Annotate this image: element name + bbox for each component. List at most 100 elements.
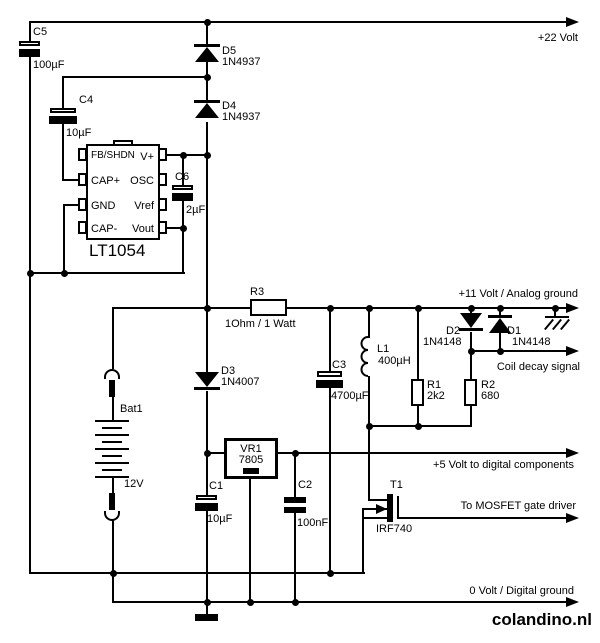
part-ref: D5 xyxy=(222,45,237,57)
wire xyxy=(368,499,389,501)
wire xyxy=(329,387,331,574)
wire xyxy=(554,308,556,318)
battery-plate-long xyxy=(95,476,129,478)
junction-dot xyxy=(180,225,187,232)
rail-label-5v: +5 Volt to digital components xyxy=(433,459,574,471)
rail-label-22v: +22 Volt xyxy=(537,32,578,44)
battery-plate-long xyxy=(95,420,129,422)
arrow-right-icon xyxy=(566,448,579,458)
regulator-ref: VR1 xyxy=(240,443,262,455)
junction-dot xyxy=(204,450,211,457)
ic-pin-stub xyxy=(158,221,167,234)
part-ref: Bat1 xyxy=(120,403,143,415)
junction-dot xyxy=(27,270,34,277)
part-ref: D3 xyxy=(221,365,236,377)
junction-dot xyxy=(204,74,211,81)
mosfet-channel-bar xyxy=(387,494,393,522)
part-value: 1N4937 xyxy=(222,111,261,123)
wire xyxy=(167,227,184,229)
wire xyxy=(62,76,208,78)
wire xyxy=(182,200,184,274)
wire xyxy=(362,508,388,510)
wire xyxy=(63,204,65,274)
wire xyxy=(206,391,208,496)
part-value: 12V xyxy=(124,478,144,490)
connector-arc xyxy=(104,511,120,521)
part-ref: D2 xyxy=(446,325,461,337)
rail-label-0v: 0 Volt / Digital ground xyxy=(469,585,574,597)
ic-pin-stub xyxy=(78,173,87,186)
cap-plate xyxy=(19,49,40,57)
part-value: 400µH xyxy=(378,355,411,367)
wire xyxy=(206,308,208,373)
wire xyxy=(471,350,570,352)
connector-pin xyxy=(109,380,115,397)
wire xyxy=(329,308,331,372)
wire xyxy=(294,512,296,604)
cap-plate xyxy=(284,507,306,513)
cap-plate xyxy=(49,116,77,124)
diode-cathode-bar xyxy=(194,387,220,390)
part-ref: T1 xyxy=(390,479,403,491)
part-ref: C3 xyxy=(332,359,347,371)
diode-triangle xyxy=(460,313,482,328)
part-value: 100nF xyxy=(297,517,329,529)
junction-dot xyxy=(247,599,254,606)
cap-plate xyxy=(172,193,193,201)
ic-pin-label: CAP- xyxy=(91,223,118,235)
ic-pin-label: V+ xyxy=(140,151,154,163)
diode-cathode-bar xyxy=(194,44,220,47)
connector-arc xyxy=(104,369,120,379)
site-branding: colandino.nl xyxy=(491,610,592,629)
regulator-tab xyxy=(243,468,259,474)
junction-dot xyxy=(497,348,504,355)
wire xyxy=(368,308,370,338)
junction-dot xyxy=(204,19,211,26)
wire xyxy=(206,602,208,615)
cap-plate xyxy=(172,185,193,190)
cap-plate xyxy=(316,380,343,388)
part-ref: C2 xyxy=(298,479,313,491)
resistor-r3 xyxy=(250,299,287,316)
junction-dot xyxy=(366,423,373,430)
junction-dot xyxy=(468,348,475,355)
junction-dot xyxy=(110,570,117,577)
wire xyxy=(249,478,251,604)
part-value: 1N4007 xyxy=(221,376,260,388)
wire xyxy=(182,154,184,186)
battery-plate-short xyxy=(102,427,122,429)
part-value: 680 xyxy=(481,390,500,402)
ic-pin-label: Vref xyxy=(134,200,154,212)
cap-plate xyxy=(19,41,40,46)
ic-name-label: LT1054 xyxy=(89,241,146,260)
junction-dot xyxy=(327,570,334,577)
wire xyxy=(112,397,114,421)
ic-pin-label: OSC xyxy=(130,175,154,187)
wire xyxy=(206,452,570,454)
wire xyxy=(417,308,419,380)
junction-dot xyxy=(468,305,475,312)
part-value: 10µF xyxy=(66,127,92,139)
part-ref: C5 xyxy=(33,26,48,38)
part-value: 1N4148 xyxy=(423,336,462,348)
part-ref: R3 xyxy=(250,286,265,298)
part-ref: D4 xyxy=(222,100,237,112)
wire xyxy=(112,307,114,369)
wire xyxy=(112,477,114,493)
wire xyxy=(62,179,79,181)
battery-plate-long xyxy=(95,434,129,436)
junction-dot xyxy=(180,152,187,159)
battery-plate-long xyxy=(95,462,129,464)
cap-plate xyxy=(196,495,217,500)
cap-plate xyxy=(284,497,306,503)
junction-dot xyxy=(415,305,422,312)
wire xyxy=(63,204,79,206)
ic-body xyxy=(86,144,160,240)
junction-dot xyxy=(292,450,299,457)
rail-label-11v: +11 Volt / Analog ground xyxy=(458,288,578,300)
wire xyxy=(62,77,64,109)
rail-label-coil-decay: Coil decay signal xyxy=(496,361,580,373)
cap-plate xyxy=(317,371,342,377)
wire xyxy=(499,333,501,352)
